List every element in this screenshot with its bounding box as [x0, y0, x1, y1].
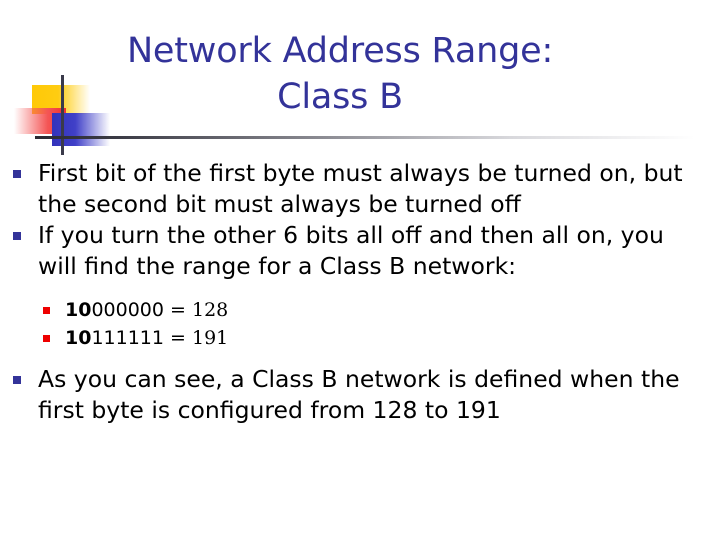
spacer: [0, 352, 720, 364]
slide-title-line-2: Class B: [277, 77, 403, 117]
sub-bullet-bits-rest: 000000: [91, 299, 164, 321]
sub-bullet-item: 10000000 = 128: [0, 296, 720, 324]
bullet-square-icon: [13, 376, 21, 384]
slide-title: Network Address Range: Class B: [60, 28, 620, 120]
bullet-item: If you turn the other 6 bits all off and…: [0, 220, 720, 282]
bullet-item: As you can see, a Class B network is def…: [0, 364, 720, 426]
slide-body: First bit of the first byte must always …: [0, 158, 720, 426]
sub-bullet-equals: = 128: [170, 299, 229, 321]
bullet-text: First bit of the first byte must always …: [38, 159, 683, 218]
sub-bullet-square-icon: [43, 307, 50, 314]
bullet-text: If you turn the other 6 bits all off and…: [38, 221, 664, 280]
slide-title-line-1: Network Address Range:: [126, 31, 554, 71]
sub-bullet-bits-rest: 111111: [91, 327, 164, 349]
sub-bullet-bits-bold: 10: [65, 327, 92, 349]
title-divider-line: [35, 136, 695, 139]
sub-bullet-item: 10111111 = 191: [0, 324, 720, 352]
sub-bullet-square-icon: [43, 335, 50, 342]
bullet-item: First bit of the first byte must always …: [0, 158, 720, 220]
bullet-square-icon: [13, 170, 21, 178]
bullet-text: As you can see, a Class B network is def…: [38, 365, 680, 424]
sub-bullet-equals: = 191: [170, 327, 229, 349]
logo-red-square: [14, 108, 66, 134]
sub-bullet-bits-bold: 10: [65, 299, 92, 321]
bullet-square-icon: [13, 232, 21, 240]
spacer: [0, 282, 720, 296]
